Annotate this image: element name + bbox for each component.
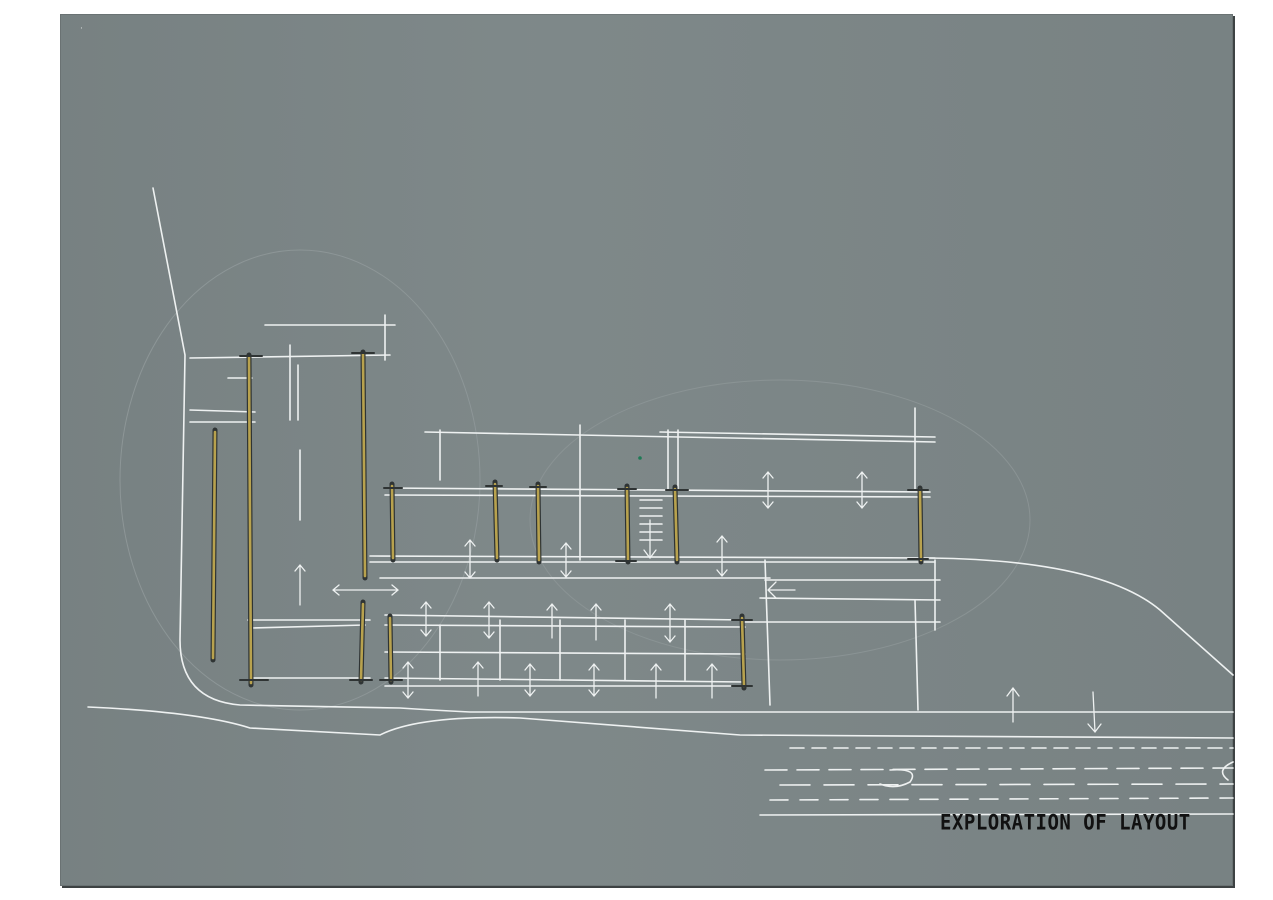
arrow-icon	[524, 662, 536, 698]
sketch-line	[1221, 761, 1234, 781]
access-curve	[929, 557, 1234, 676]
ghost-circle	[529, 379, 1031, 661]
arrow-icon	[762, 470, 774, 510]
drawing-sheet	[60, 14, 1233, 886]
wall-marker	[673, 487, 679, 562]
arrow-icon	[716, 534, 728, 578]
wall-marker	[359, 602, 365, 682]
arrow-icon	[472, 660, 484, 697]
wall-marker	[247, 355, 253, 685]
wall-marker	[740, 616, 746, 688]
arrow-icon	[643, 519, 657, 560]
arrow-icon	[1006, 686, 1020, 723]
arrow-icon	[1087, 691, 1102, 734]
sketch-line	[764, 559, 771, 706]
sketch-line	[249, 624, 366, 629]
ghost-circle	[119, 249, 481, 711]
arrow-icon	[546, 602, 558, 639]
arrow-icon	[650, 662, 662, 699]
arrow-icon	[560, 541, 572, 579]
arrow-icon	[856, 470, 868, 510]
wall-marker	[361, 352, 367, 578]
ink-dot	[638, 456, 642, 460]
sketch-line	[424, 431, 936, 443]
wall-marker	[625, 486, 630, 562]
road-dash	[759, 813, 1234, 816]
site-boundary	[152, 187, 1234, 713]
sketch-line	[384, 494, 931, 498]
road-dash	[779, 783, 1234, 786]
sketch-line	[659, 431, 936, 438]
arrow-icon	[420, 600, 432, 638]
wall-marker	[390, 484, 395, 560]
sketch-line	[384, 487, 931, 493]
arrow-icon	[294, 563, 306, 606]
sketch-line	[369, 555, 936, 559]
arrow-icon	[402, 660, 414, 700]
sketch-line	[384, 651, 746, 655]
arrow-icon	[588, 662, 600, 698]
arrow-icon	[664, 602, 676, 644]
wall-marker	[493, 482, 499, 560]
sketch-line	[384, 614, 746, 621]
wall-marker	[388, 616, 393, 682]
sketch-line	[384, 677, 746, 683]
road-edge	[87, 706, 1234, 739]
road-dash	[769, 797, 1234, 801]
arrow-icon	[706, 662, 718, 699]
wall-marker	[211, 430, 217, 660]
arrow-icon	[331, 584, 400, 596]
corner-mark: ·	[80, 24, 83, 34]
drawing-caption: EXPLORATION OF LAYOUT	[940, 810, 1191, 836]
sketch-line	[914, 599, 919, 711]
sketch-line	[189, 409, 256, 413]
arrow-icon	[464, 538, 476, 580]
arrow-icon	[590, 602, 602, 641]
sketch-line	[759, 597, 941, 601]
wall-marker	[918, 488, 923, 562]
arrow-icon	[483, 600, 495, 640]
sketch-line	[879, 768, 914, 788]
road-dash	[764, 767, 1234, 771]
arrow-icon	[767, 581, 796, 599]
wall-marker	[536, 484, 541, 562]
